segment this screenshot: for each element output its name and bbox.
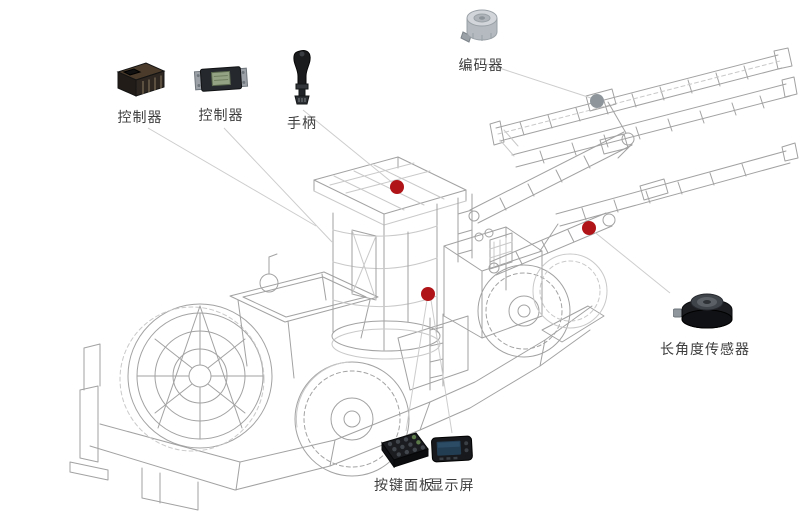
location-markers	[390, 94, 604, 301]
callout-label-handle: 手柄	[287, 116, 317, 132]
marker-upper-boom	[590, 94, 604, 108]
callout-label-keypad: 按键面板	[374, 478, 434, 494]
callout-label-display: 显示屏	[429, 478, 475, 494]
lower-boom-feed	[488, 142, 799, 276]
callout-handle: 手柄	[283, 48, 321, 133]
marker-mid-body	[421, 287, 435, 301]
callout-display: 显示屏	[426, 432, 478, 495]
callout-label-controller-2: 控制器	[198, 108, 244, 124]
callout-controller-1: 控制器	[106, 56, 174, 127]
rear-outrigger	[69, 343, 109, 481]
controller-module-icon	[110, 56, 170, 100]
upper-boom-feed	[468, 47, 798, 224]
callout-controller-2: 控制器	[192, 60, 250, 125]
long-angle-sensor-icon	[673, 280, 737, 332]
controller-module-icon	[193, 60, 249, 98]
callout-encoder: 编码器	[453, 6, 509, 75]
marker-lower-boom	[582, 221, 596, 235]
joystick-handle-icon	[285, 48, 319, 106]
callout-label-controller-1: 控制器	[117, 110, 163, 126]
cable-reel	[119, 303, 273, 452]
front-wheels	[477, 253, 608, 358]
callout-angle-sensor: 长角度传感器	[655, 280, 755, 359]
callout-lines	[147, 63, 671, 434]
boom-tower	[457, 193, 473, 263]
rotary-encoder-icon	[457, 6, 505, 48]
display-screen-icon	[430, 432, 474, 468]
callout-keypad: 按键面板	[374, 430, 434, 495]
rear-wheel	[294, 361, 410, 477]
marker-cab-roof	[390, 180, 404, 194]
callout-label-encoder: 编码器	[458, 58, 504, 74]
callout-label-angle-sensor: 长角度传感器	[660, 342, 750, 358]
front-body	[443, 226, 605, 343]
keypad-panel-icon	[378, 430, 430, 468]
